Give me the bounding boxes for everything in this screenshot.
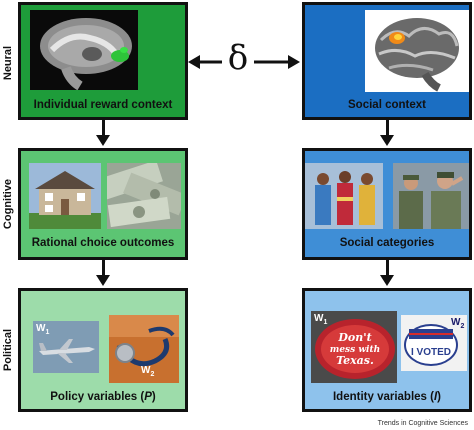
texas-button-line3: Texas. xyxy=(336,354,374,367)
row-label-cognitive: Cognitive xyxy=(0,148,16,260)
texas-button-line2: mess with xyxy=(330,345,380,355)
i-voted-icon: I VOTED xyxy=(401,315,467,371)
jet-icon xyxy=(33,321,99,373)
stethoscope-icon xyxy=(109,315,179,383)
social-context-caption: Social context xyxy=(348,99,426,111)
stethoscope-image: W2 xyxy=(109,315,179,383)
rational-choice-outcomes-caption: Rational choice outcomes xyxy=(31,237,175,249)
social-categories-box: Social categories xyxy=(302,148,472,260)
identity-w2-label: W2 xyxy=(451,317,465,330)
policy-variables-box: W1 W2 Policy variables (P) xyxy=(18,288,188,412)
arrow-right-cognitive-to-political xyxy=(380,260,394,286)
journal-credit: Trends in Cognitive Sciences xyxy=(377,420,468,427)
row-label-political: Political xyxy=(0,288,16,412)
social-categories-caption: Social categories xyxy=(339,237,435,249)
money-image xyxy=(107,163,181,229)
brain-lateral-image xyxy=(365,10,469,92)
identity-variables-caption: Identity variables (I) xyxy=(332,391,442,403)
texas-button-line1: Don't xyxy=(337,331,371,344)
soldiers-icon xyxy=(393,163,469,229)
dancers-icon xyxy=(305,163,383,229)
brain-sagittal-image xyxy=(30,10,138,90)
identity-variables-box: Don't mess with Texas. W1 I VOTED W2 Ide… xyxy=(302,288,472,412)
soldiers-image xyxy=(393,163,469,229)
i-voted-sticker-image: I VOTED W2 xyxy=(401,315,467,371)
individual-reward-context-box: Individual reward context xyxy=(18,2,188,120)
i-voted-text: I VOTED xyxy=(411,347,451,358)
row-label-neural: Neural xyxy=(0,8,16,118)
texas-button-image: Don't mess with Texas. W1 xyxy=(311,311,397,383)
row-label-cognitive-text: Cognitive xyxy=(2,178,14,230)
identity-w1-label: W1 xyxy=(314,313,328,326)
delta-symbol: δ xyxy=(227,38,249,78)
rational-choice-outcomes-box: Rational choice outcomes xyxy=(18,148,188,260)
arrow-left-cognitive-to-political xyxy=(96,260,110,286)
row-label-neural-text: Neural xyxy=(2,45,14,81)
texas-button-icon: Don't mess with Texas. xyxy=(311,311,397,383)
brain-lateral-icon xyxy=(375,18,459,92)
individual-reward-context-caption: Individual reward context xyxy=(33,99,173,111)
arrow-right-neural-to-cognitive xyxy=(380,120,394,146)
native-dancers-image xyxy=(305,163,383,229)
social-context-box: Social context xyxy=(302,2,472,120)
fighter-jet-image: W1 xyxy=(33,321,99,373)
row-label-political-text: Political xyxy=(2,328,14,372)
brain-sagittal-icon xyxy=(40,18,132,90)
dollar-bills-icon xyxy=(107,163,181,228)
arrow-left-neural-to-cognitive xyxy=(96,120,110,146)
house-icon xyxy=(29,171,101,229)
policy-variables-caption: Policy variables (P) xyxy=(50,391,156,403)
policy-w1-label: W1 xyxy=(36,323,50,336)
policy-w2-label: W2 xyxy=(141,365,155,378)
house-image xyxy=(29,163,101,229)
